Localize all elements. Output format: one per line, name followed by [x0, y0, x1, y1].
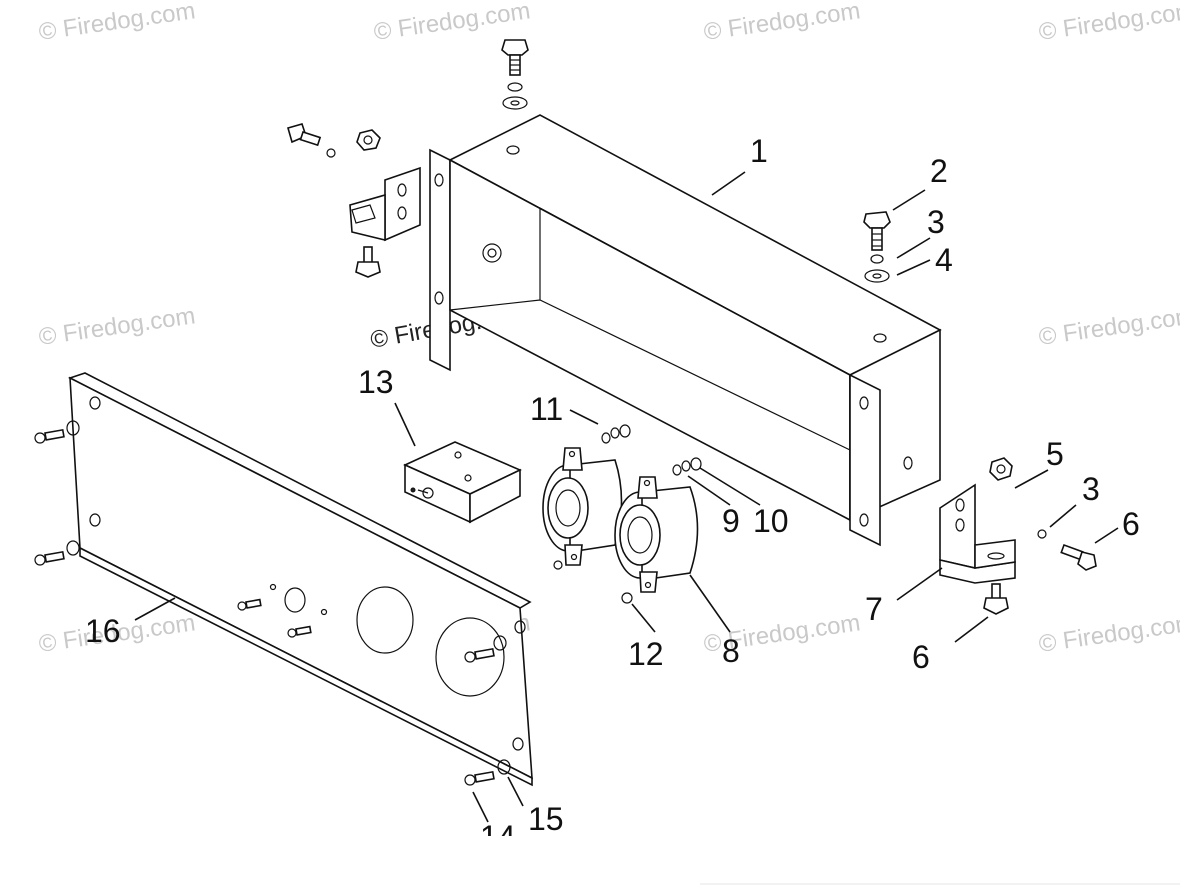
panel-screws [34, 428, 495, 786]
callout-labels: 1 2 3 4 5 3 6 7 6 8 9 10 11 12 13 14 15 … [85, 133, 1140, 855]
callout-6: 6 [1122, 506, 1140, 542]
callout-9: 9 [722, 503, 740, 539]
callout-6b: 6 [912, 639, 930, 675]
watermark-2: © Firedog.com [372, 0, 532, 46]
callout-1: 1 [750, 133, 768, 169]
watermark-5: © Firedog.com [37, 302, 197, 351]
bottom-crop-mask [440, 836, 580, 886]
callout-11: 11 [530, 391, 563, 427]
watermark-7: © Firedog.com [1037, 302, 1180, 351]
callout-16: 16 [85, 613, 121, 649]
callout-3b: 3 [1082, 471, 1100, 507]
callout-2: 2 [930, 153, 948, 189]
watermark-4: © Firedog.com [1037, 0, 1180, 46]
callout-13: 13 [358, 364, 394, 400]
watermark-3: © Firedog.com [702, 0, 862, 46]
callout-7: 7 [865, 591, 883, 627]
switch-box [403, 441, 522, 524]
top-bolt [501, 39, 529, 110]
receptacle-right [614, 476, 699, 604]
callout-5: 5 [1046, 436, 1064, 472]
small-washers [601, 424, 702, 476]
left-bracket [287, 123, 421, 278]
watermark-11: © Firedog.com [1037, 609, 1180, 658]
right-bolt [863, 211, 891, 283]
callout-10: 10 [753, 503, 789, 539]
watermark-1: © Firedog.com [37, 0, 197, 46]
callout-15: 15 [528, 801, 564, 837]
leader-lines [134, 171, 1119, 823]
callout-8: 8 [722, 633, 740, 669]
box-enclosure [429, 114, 942, 547]
callout-12: 12 [628, 636, 664, 672]
callout-4: 4 [935, 242, 953, 278]
right-bracket [939, 457, 1097, 615]
receptacle-left [542, 447, 623, 570]
callout-3: 3 [927, 204, 945, 240]
front-panel [66, 372, 533, 787]
